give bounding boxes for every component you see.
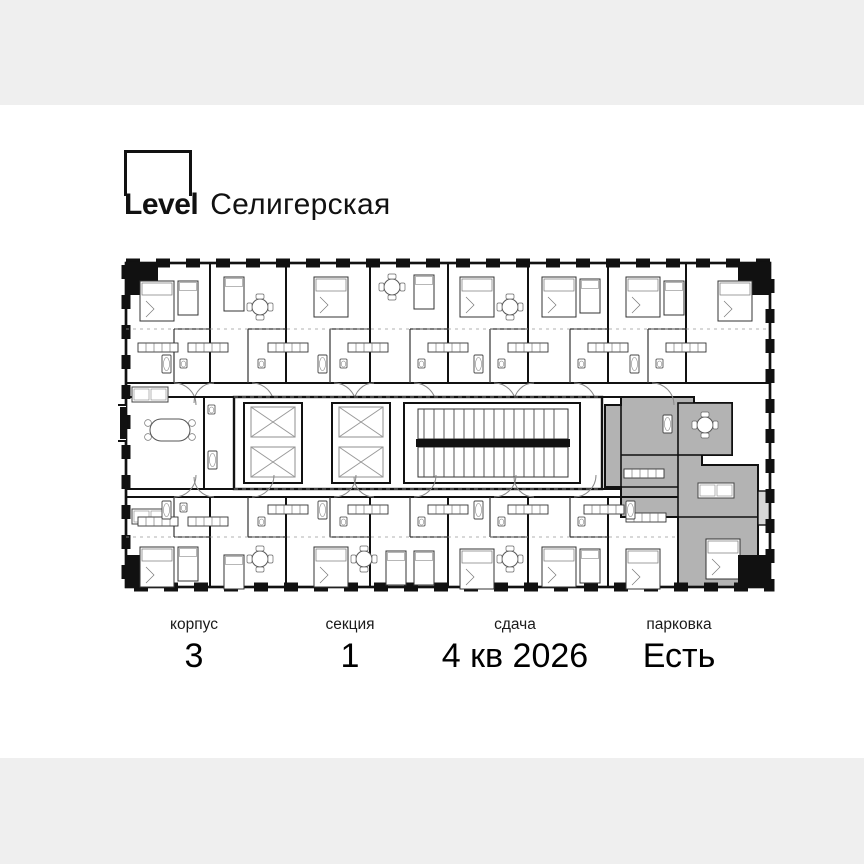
unit-left-middle-furniture [131,386,218,470]
units-top[interactable] [126,263,770,384]
brand-complex: Селигерская [210,188,391,221]
stat-sdacha-value: 4 кв 2026 [441,637,589,675]
floor-plan-svg[interactable] [118,255,778,605]
plan-card: Level Селигерская [0,105,864,758]
stat-sekciya: секция 1 [270,615,430,676]
stat-parkovka: парковка Есть [600,615,758,676]
unit-right-middle [602,396,621,490]
stat-korpus: корпус 3 [118,615,270,676]
stat-parkovka-value: Есть [642,637,716,675]
highlighted-apartment[interactable] [604,396,771,588]
stat-sdacha-label: сдача [494,616,536,633]
brand-wordmark: Level Селигерская [124,188,391,222]
elevator-shaft [250,446,296,478]
stat-korpus-label: корпус [170,616,218,633]
stat-sekciya-value: 1 [340,637,360,675]
central-core [232,395,604,491]
floor-plan[interactable] [118,255,778,605]
brand-level: Level [124,188,199,221]
stat-korpus-value: 3 [184,637,204,675]
stats-row: корпус 3 секция 1 сдача 4 кв 2026 парков… [118,615,758,695]
elevator-shaft [338,406,384,438]
stat-parkovka-label: парковка [646,616,712,633]
staircase [403,402,581,484]
elevator-shaft [250,406,296,438]
bracket-icon [124,150,192,196]
stat-sdacha: сдача 4 кв 2026 [430,615,600,676]
stat-sekciya-label: секция [325,616,375,633]
elevator-shaft [338,446,384,478]
